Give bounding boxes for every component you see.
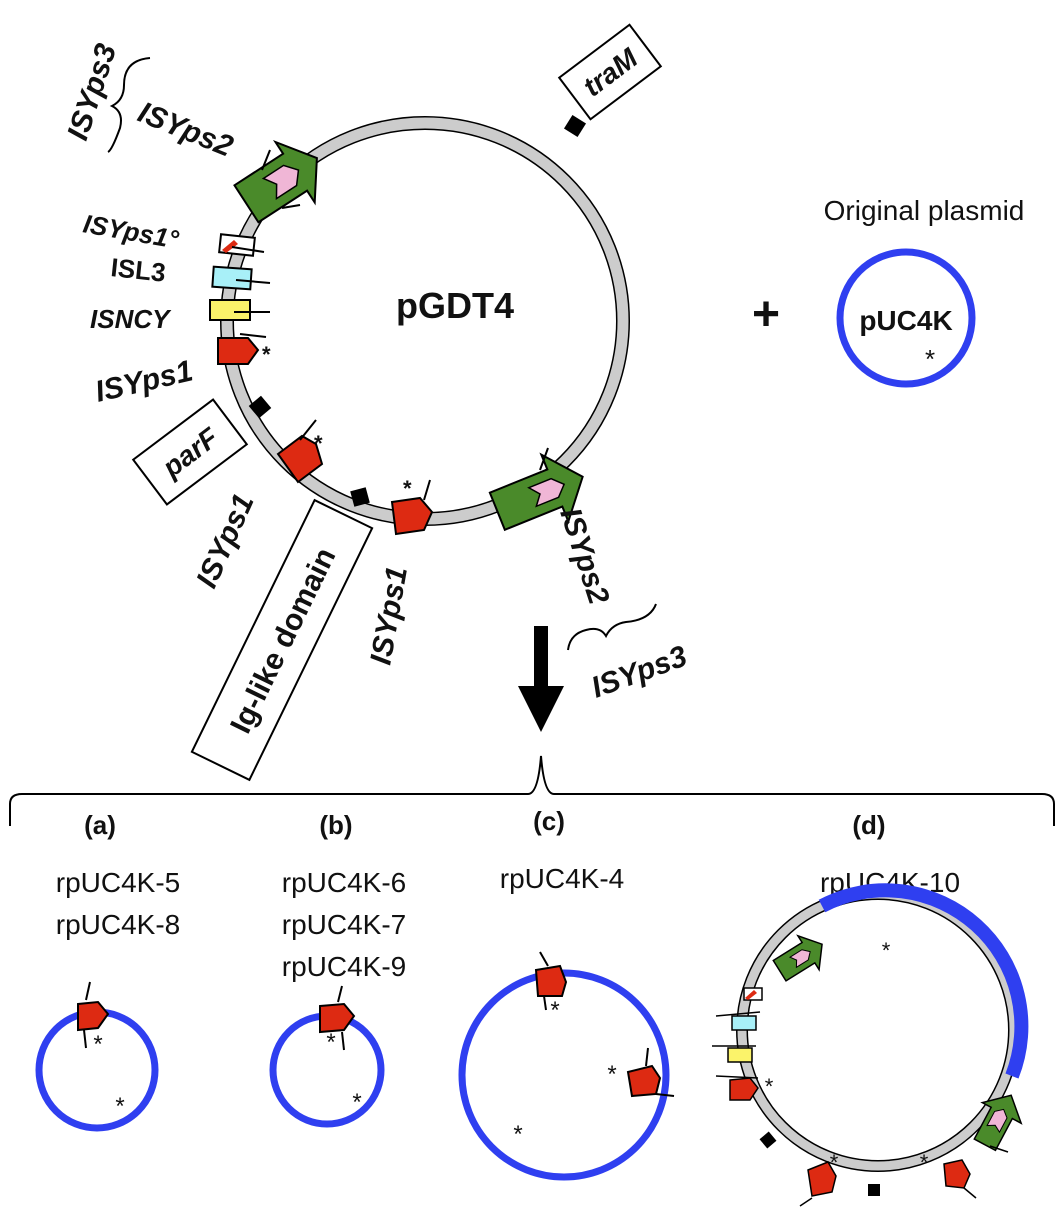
panel-d-isyps1-c-tick	[963, 1187, 977, 1199]
panel-d-backbone	[737, 889, 1019, 1171]
isyps1-degraded-red	[222, 240, 238, 253]
isyps2-bottom-tick	[539, 447, 549, 471]
panel-b-isyps1	[319, 1002, 356, 1034]
label-isyps2-bottom: ISYps2	[553, 504, 615, 609]
tram-box: traM	[557, 23, 663, 121]
panel-c-isyps1-right-tick-b	[655, 1093, 675, 1097]
panel-d-asterisk-c: *	[920, 1150, 929, 1175]
panel-d-isyps1-a	[729, 1077, 759, 1101]
panel-d-isyps2-right-tick	[989, 1145, 1009, 1153]
panel-a-letter: (a)	[84, 810, 116, 840]
panel-b-asterisk-2: *	[352, 1089, 361, 1116]
panel-d-asterisk-b: *	[830, 1150, 839, 1175]
panel-c-isyps1-right	[626, 1064, 662, 1098]
tram-marker	[563, 114, 587, 138]
puc4k-label: pUC4K	[859, 305, 952, 336]
isyps1-b-tick	[299, 419, 317, 441]
panel-c-asterisk-3: *	[513, 1121, 522, 1148]
isyps1-c-asterisk: *	[403, 476, 412, 501]
isl3-tick	[235, 279, 271, 284]
parf-marker	[248, 395, 272, 419]
panel-d-isyps2-top	[772, 934, 823, 982]
puc4k-circle	[836, 248, 976, 388]
pgdt4-label: pGDT4	[396, 285, 514, 326]
panel-d-letter: (d)	[852, 810, 885, 840]
panel-a-isyps1-tick-bottom	[83, 1029, 87, 1049]
down-arrow-head	[518, 686, 564, 732]
label-isl3: ISL3	[109, 252, 167, 288]
isncy-box	[209, 299, 251, 321]
original-plasmid-heading: Original plasmid	[824, 195, 1025, 226]
panel-d-ig-marker	[868, 1184, 880, 1196]
panel-b-isyps1-tick-bottom	[341, 1031, 345, 1051]
isyps2-top-arrow	[233, 139, 318, 224]
isyps1-b-asterisk: *	[314, 431, 323, 456]
panel-c-isyps1-right-tick-a	[645, 1047, 649, 1067]
isyps1-a-element	[217, 337, 260, 365]
panel-c-isyps1-top-tick-b	[543, 995, 547, 1011]
isyps1-degraded-tick	[231, 246, 265, 253]
brace-top	[107, 57, 151, 153]
plus-sign: +	[752, 288, 780, 341]
panel-d-asterisk-a: *	[765, 1074, 774, 1099]
label-isyps1-b: ISYps1	[190, 489, 260, 593]
panel-c-isyps1-top-tick-a	[539, 951, 549, 967]
panel-c-asterisk-2: *	[607, 1061, 616, 1088]
ig-marker	[350, 487, 370, 507]
isyps1-c-element	[390, 496, 434, 536]
isyps1-a-asterisk: *	[262, 342, 271, 367]
panel-c-isyps1-top	[534, 964, 568, 997]
panel-d-isyps1-a-tick	[715, 1075, 759, 1079]
panel-c-plasmid	[458, 969, 670, 1181]
isyps1-c-tick	[423, 479, 431, 501]
panel-a-isyps1	[77, 1000, 110, 1032]
panel-d-isyps1-degraded-red	[745, 990, 757, 1000]
panel-a-plasmid	[35, 1008, 159, 1132]
panel-b-name-1: rpUC4K-6	[282, 867, 406, 898]
down-arrow-shaft	[534, 626, 548, 690]
label-isyps1-a: ISYps1	[92, 354, 196, 408]
panel-b-asterisk-1: *	[326, 1029, 335, 1056]
panel-d-isyps2-right	[973, 1094, 1023, 1152]
panel-c-letter: (c)	[533, 806, 565, 836]
panel-b-name-3: rpUC4K-9	[282, 951, 406, 982]
panel-a-name-2: rpUC4K-8	[56, 909, 180, 940]
panel-c-asterisk-1: *	[550, 997, 559, 1024]
label-isncy: ISNCY	[90, 304, 172, 334]
results-bracket	[9, 755, 1055, 826]
isyps2-top-tick-b	[281, 204, 301, 209]
brace-bottom	[567, 603, 657, 651]
label-isyps3-top: ISYps3	[61, 40, 123, 145]
panel-d-isl3-tick	[715, 1011, 761, 1017]
isyps1-b-element	[276, 434, 324, 484]
panel-d-isyps1-b-tick	[799, 1197, 813, 1207]
isyps2-bottom-arrow	[488, 452, 584, 532]
label-isyps2-top: ISYps2	[133, 96, 237, 164]
panel-d-puc-segment	[818, 883, 1029, 1079]
panel-d-asterisk-top: *	[882, 938, 891, 963]
panel-b-isyps1-tick-top	[337, 985, 343, 1003]
panel-d-parf-marker	[759, 1131, 777, 1149]
label-isyps3-bottom: ISYps3	[587, 640, 692, 705]
panel-c-name-1: rpUC4K-4	[500, 863, 624, 894]
panel-a-isyps1-tick-top	[85, 981, 91, 1001]
isl3-box	[211, 265, 253, 291]
label-isyps1-degraded: ISYps1°	[81, 208, 181, 254]
panel-a-asterisk-1: *	[93, 1031, 102, 1058]
isyps1-a-tick	[239, 333, 267, 338]
label-isyps1-c: ISYps1	[364, 564, 414, 667]
panel-b-name-2: rpUC4K-7	[282, 909, 406, 940]
panel-d-isncy	[727, 1047, 753, 1063]
panel-d-isyps1-c	[943, 1159, 971, 1189]
panel-d-isyps1-b	[807, 1161, 837, 1197]
puc4k-asterisk: *	[925, 344, 935, 374]
isyps1-degraded-box	[218, 233, 256, 257]
panel-d-isl3	[731, 1015, 757, 1031]
panel-b-letter: (b)	[319, 810, 352, 840]
panel-a-asterisk-2: *	[115, 1093, 124, 1120]
panel-a-name-1: rpUC4K-5	[56, 867, 180, 898]
isyps2-top-tick-a	[261, 149, 271, 171]
